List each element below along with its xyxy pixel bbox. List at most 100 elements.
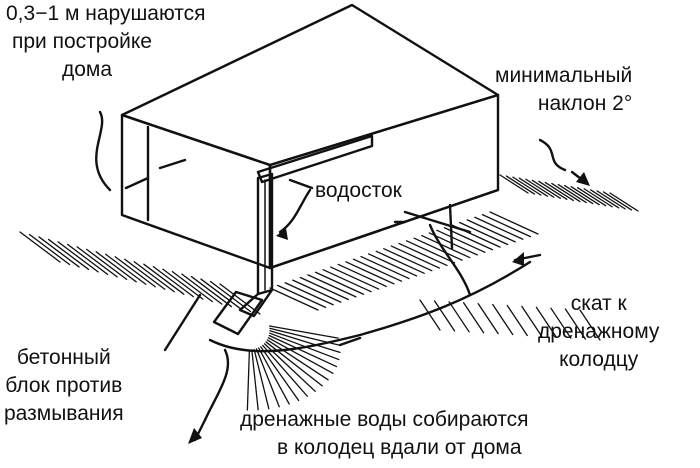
hatch-stroke [269,287,319,311]
label-drain-slope: скат к дренажному колодцу [538,290,659,374]
hatch-stroke [564,308,587,340]
label-drain-slope-line-1: скат к [570,292,627,315]
hatch-stroke [124,258,166,290]
hatch-stroke [38,236,80,268]
hatch-stroke [262,344,308,397]
hatch-stroke [95,251,137,283]
label-drainage-waters-line-1: дренажные воды собираются [240,408,529,431]
hatch-stroke [428,232,478,256]
hatch-stroke [550,307,572,339]
hatch-stroke [200,278,242,310]
hatch-stroke [506,304,528,337]
hatch-stroke [383,248,433,272]
label-drain-slope-line-3: колодцу [559,348,639,371]
hatch-stroke [76,246,118,278]
hatch-stroke [466,219,516,243]
hatch-stroke [133,261,175,293]
hatch-stroke [551,182,581,203]
label-disturbed-depth-line-3: дома [62,58,113,81]
hatch-stroke [47,238,90,271]
hatch-stroke [421,234,471,259]
hatch-stroke [544,181,574,202]
hatch-stroke [268,334,338,368]
hatch-stroke [171,270,214,303]
hatch-stroke [253,348,270,410]
foundation-line [268,188,500,270]
hatch-stroke [477,302,499,335]
label-disturbed-depth-line-1: 0,3−1 м нарушаются [6,2,206,25]
hatch-stroke [299,276,349,301]
hatch-stroke [367,253,418,277]
hatch-stroke [276,284,327,309]
hatch-stroke [307,274,357,298]
hatch-stroke [535,306,558,338]
label-concrete-block-line-3: размывания [4,402,124,425]
hatch-stroke [345,261,395,285]
hatch-stroke [375,250,425,274]
house [120,3,500,270]
hatch-stroke [66,243,109,276]
hatch-stroke [152,266,194,298]
hatch-stroke [462,302,485,334]
hatch-stroke [269,330,341,354]
label-drainage-waters: дренажные воды собираются в колодец вдал… [240,406,529,462]
hatch-stroke [521,305,543,338]
hatch-stroke [57,241,99,273]
label-drainage-waters-line-2: в колодец вдали от дома [277,436,522,459]
hatch-stroke [505,175,536,195]
hatch-stroke [518,177,549,197]
hatch-stroke [19,231,61,263]
label-concrete-block-line-2: блок против [5,374,123,397]
hatch-stroke [390,245,441,269]
hatch-stroke [525,178,555,198]
hatch-stroke [602,191,633,211]
hatch-stroke [583,188,613,208]
hatch-stroke [564,184,594,205]
label-concrete-block: бетонный блок против размывания [4,344,124,428]
label-disturbed-depth: 0,3−1 м нарушаются при постройке дома [6,0,206,84]
hatch-stroke [267,337,334,375]
label-gutter-line-1: водосток [315,179,402,202]
arrowhead-waters [188,428,202,444]
hatch-stroke [596,190,626,210]
hatch-stroke [474,216,524,240]
house-gable-wall [120,113,272,270]
hatch-stroke [246,349,251,411]
label-min-slope: минимальный наклон 2° [495,62,632,118]
hatch-stroke [570,185,600,206]
hatch-stroke [413,237,463,261]
hatch-stroke [258,347,290,405]
label-min-slope-line-1: минимальный [495,64,633,87]
drain-slope-lines [163,203,532,353]
hatch-stroke [499,174,529,194]
hatch-stroke [284,282,334,306]
hatch-stroke [268,325,339,339]
hatch-stroke [531,179,562,199]
arrowhead-slope [576,172,590,186]
hatch-stroke [492,303,514,336]
hatch-stroke [436,229,486,253]
hatch-stroke [265,341,323,387]
hatch-stroke [459,221,509,246]
hatch-stroke [266,339,329,381]
hatch-stroke [143,263,185,295]
hatch-stroke [448,301,470,333]
label-gutter: водосток [315,177,402,205]
hatch-stroke [419,299,441,331]
hatch-stroke [255,348,280,408]
hatch-stroke [260,346,300,402]
hatch-stroke [360,255,410,280]
hatch-stroke [443,227,494,251]
ground-hatching [19,174,639,411]
hatch-stroke [292,279,342,303]
arrowhead-drain [512,252,524,266]
hatch-stroke [512,176,542,196]
leader-lines [95,110,587,442]
hatch-stroke [162,268,204,300]
concrete-splash-block [212,290,264,336]
hatch-stroke [86,248,128,280]
hatch-stroke [181,273,223,305]
label-disturbed-depth-line-2: при постройке [12,30,152,53]
label-concrete-block-line-1: бетонный [16,346,111,369]
